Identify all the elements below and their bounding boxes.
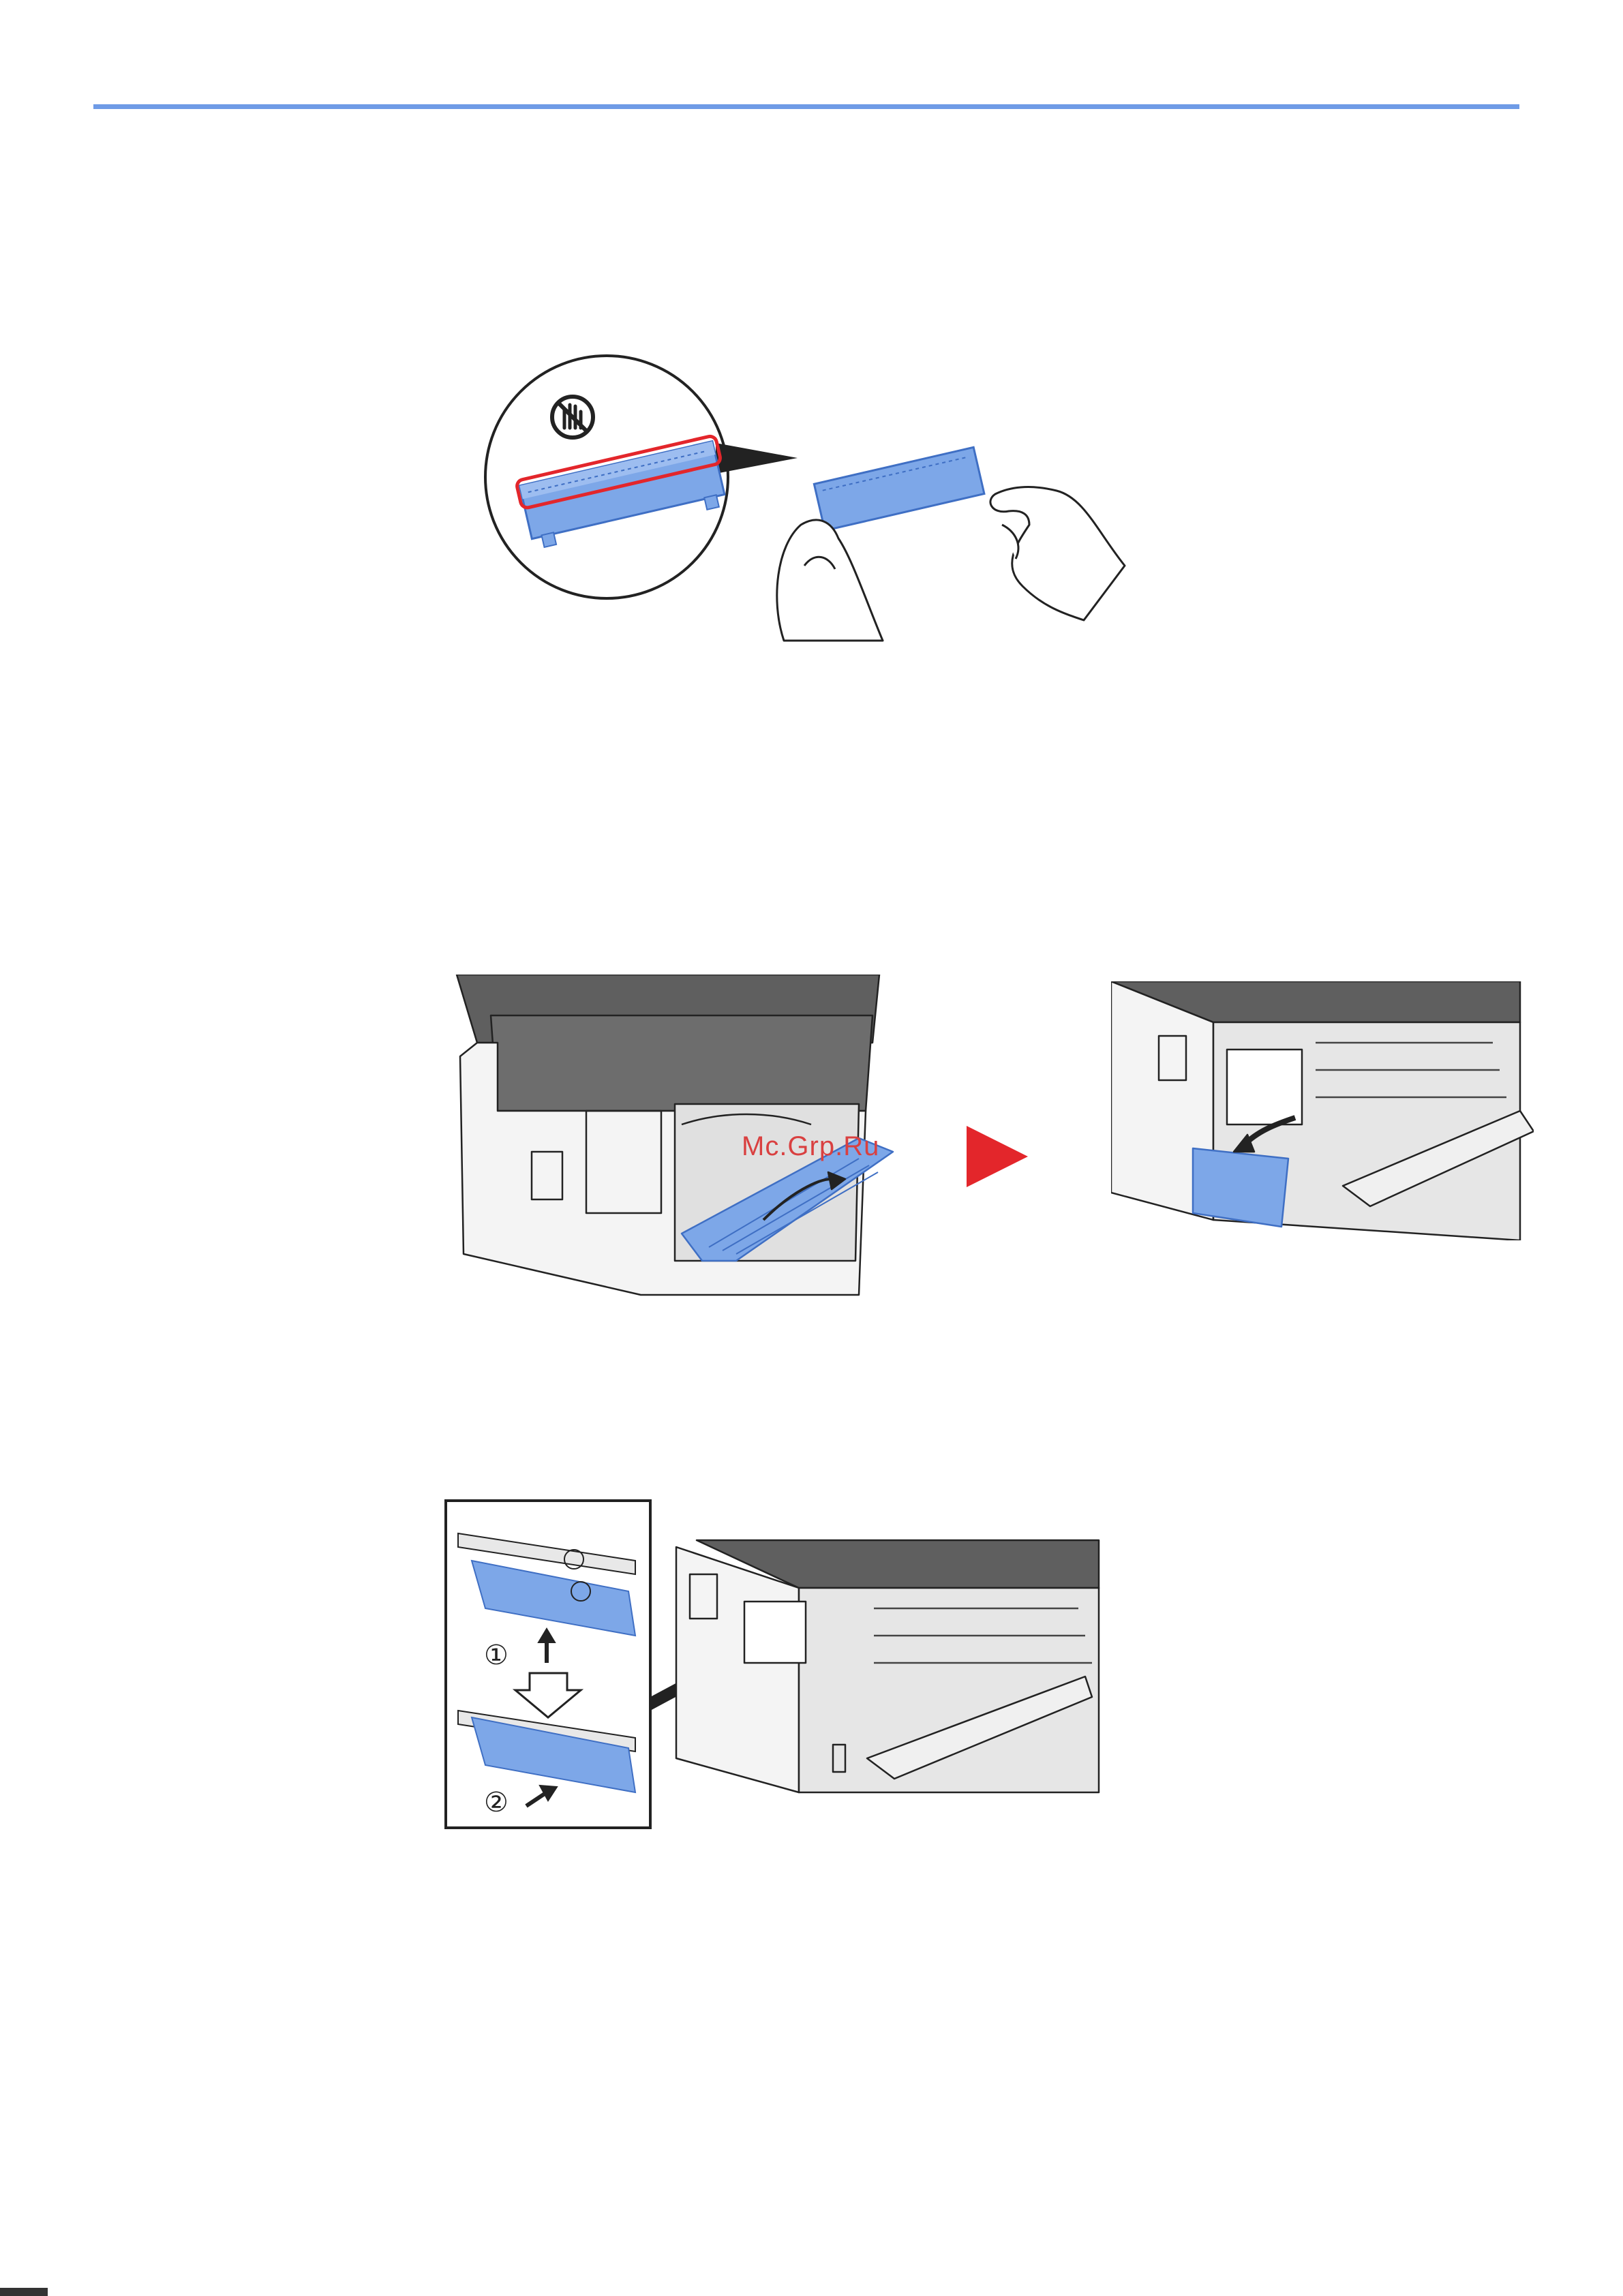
printer-side-open bbox=[676, 1540, 1099, 1792]
header-rule bbox=[93, 104, 1519, 109]
step-2-number: ② bbox=[484, 1787, 509, 1818]
magnified-view bbox=[485, 356, 798, 598]
figure-remove-side-cover bbox=[1111, 981, 1534, 1240]
figure-install-memory: ① ② bbox=[444, 1499, 1160, 1833]
page-footer-mark bbox=[0, 2288, 48, 2296]
no-touch-icon bbox=[552, 397, 593, 438]
watermark-text: Mc.Grp.Ru bbox=[742, 1131, 879, 1162]
printer-side-view bbox=[1111, 981, 1534, 1240]
inset-steps: ① ② bbox=[446, 1501, 650, 1828]
next-step-arrow-icon bbox=[967, 1126, 1028, 1187]
step-1-number: ① bbox=[484, 1640, 509, 1671]
figure-memory-handling bbox=[484, 341, 1138, 647]
memory-module-held bbox=[814, 447, 984, 530]
